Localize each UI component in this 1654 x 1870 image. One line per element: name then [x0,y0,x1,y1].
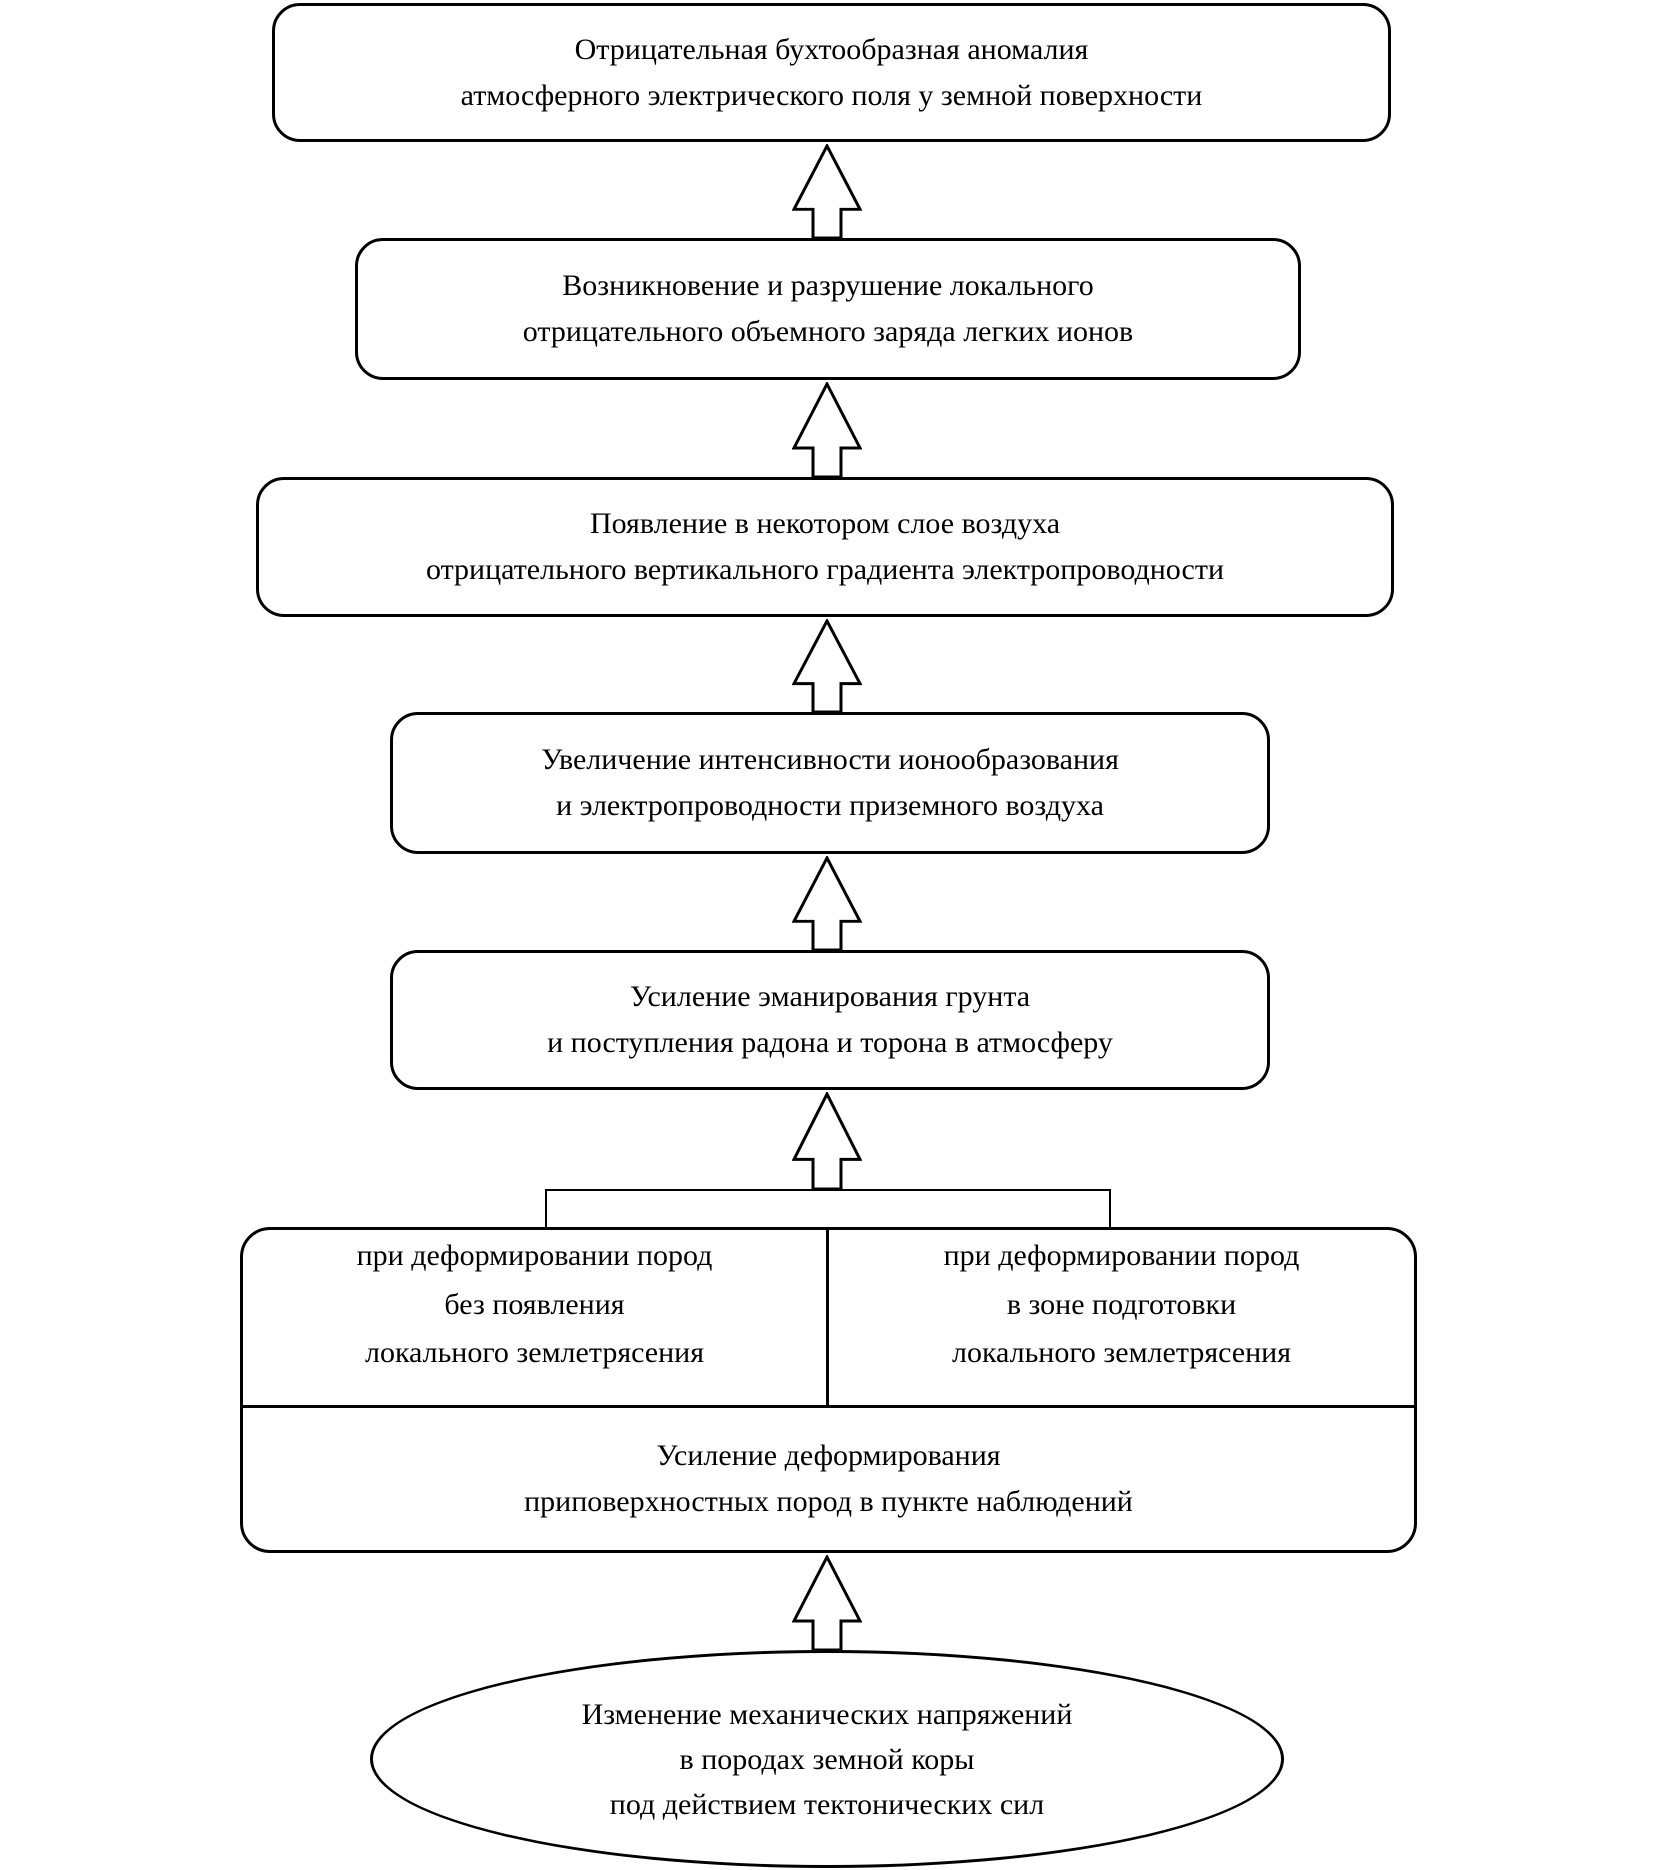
text-line: и электропроводности приземного воздуха [556,789,1104,822]
text-line: и поступления радона и торона в атмосфер… [547,1026,1113,1059]
up-arrow-icon [792,144,862,238]
text-line: при деформировании пород [356,1239,713,1273]
text-line: Появление в некотором слое воздуха [589,507,1061,541]
text-line: отрицательного объемного заряда легких и… [522,315,1134,348]
up-arrow-icon [792,1555,862,1650]
bracket-connector-left-drop [545,1189,547,1228]
split-box-horizontal-divider [240,1405,1417,1408]
text-line: в зоне подготовки [1006,1287,1237,1321]
text-line: Возникновение и разрушение локального [562,269,1094,303]
box-space-charge: Возникновение и разрушение локального от… [355,238,1301,380]
text-line: Изменение механических напряжений [581,1697,1073,1731]
text-line: Усиление деформирования [656,1439,1001,1473]
box-conductivity-gradient: Появление в некотором слое воздуха отриц… [256,477,1394,617]
text-line: Усиление эманирования грунта [629,980,1031,1014]
bracket-connector-line [545,1189,1111,1191]
text-line: локального землетрясения [364,1336,705,1370]
text-line: без появления [444,1287,625,1321]
bracket-connector-right-drop [1109,1189,1111,1228]
cell-deformation-increase: Усиление деформирования приповерхностных… [243,1408,1414,1550]
text-line: приповерхностных пород в пункте наблюден… [524,1485,1133,1518]
cell-deformation-earthquake-zone: при деформировании пород в зоне подготов… [829,1230,1414,1402]
text-line: отрицательного вертикального градиента э… [425,553,1225,586]
box-ionization-increase: Увеличение интенсивности ионообразования… [390,712,1270,854]
text-line: при деформировании пород [943,1239,1300,1273]
up-arrow-icon [792,382,862,477]
text-line: под действием тектонических сил [609,1787,1045,1821]
box-atmospheric-field-anomaly: Отрицательная бухтообразная аномалия атм… [272,3,1391,142]
text-line: локального землетрясения [951,1336,1292,1370]
up-arrow-icon [792,1092,862,1189]
up-arrow-icon [792,619,862,712]
split-box-vertical-divider [826,1227,829,1405]
box-radon-emanation: Усиление эманирования грунта и поступлен… [390,950,1270,1090]
cell-deformation-without-earthquake: при деформировании пород без появления л… [243,1230,826,1402]
ellipse-tectonic-stress: Изменение механических напряжений в поро… [370,1650,1284,1868]
text-line: в породах земной коры [679,1742,975,1776]
text-line: атмосферного электрического поля у земно… [460,78,1203,112]
up-arrow-icon [792,856,862,950]
text-line: Отрицательная бухтообразная аномалия [574,32,1089,66]
text-line: Увеличение интенсивности ионообразования [541,743,1119,777]
